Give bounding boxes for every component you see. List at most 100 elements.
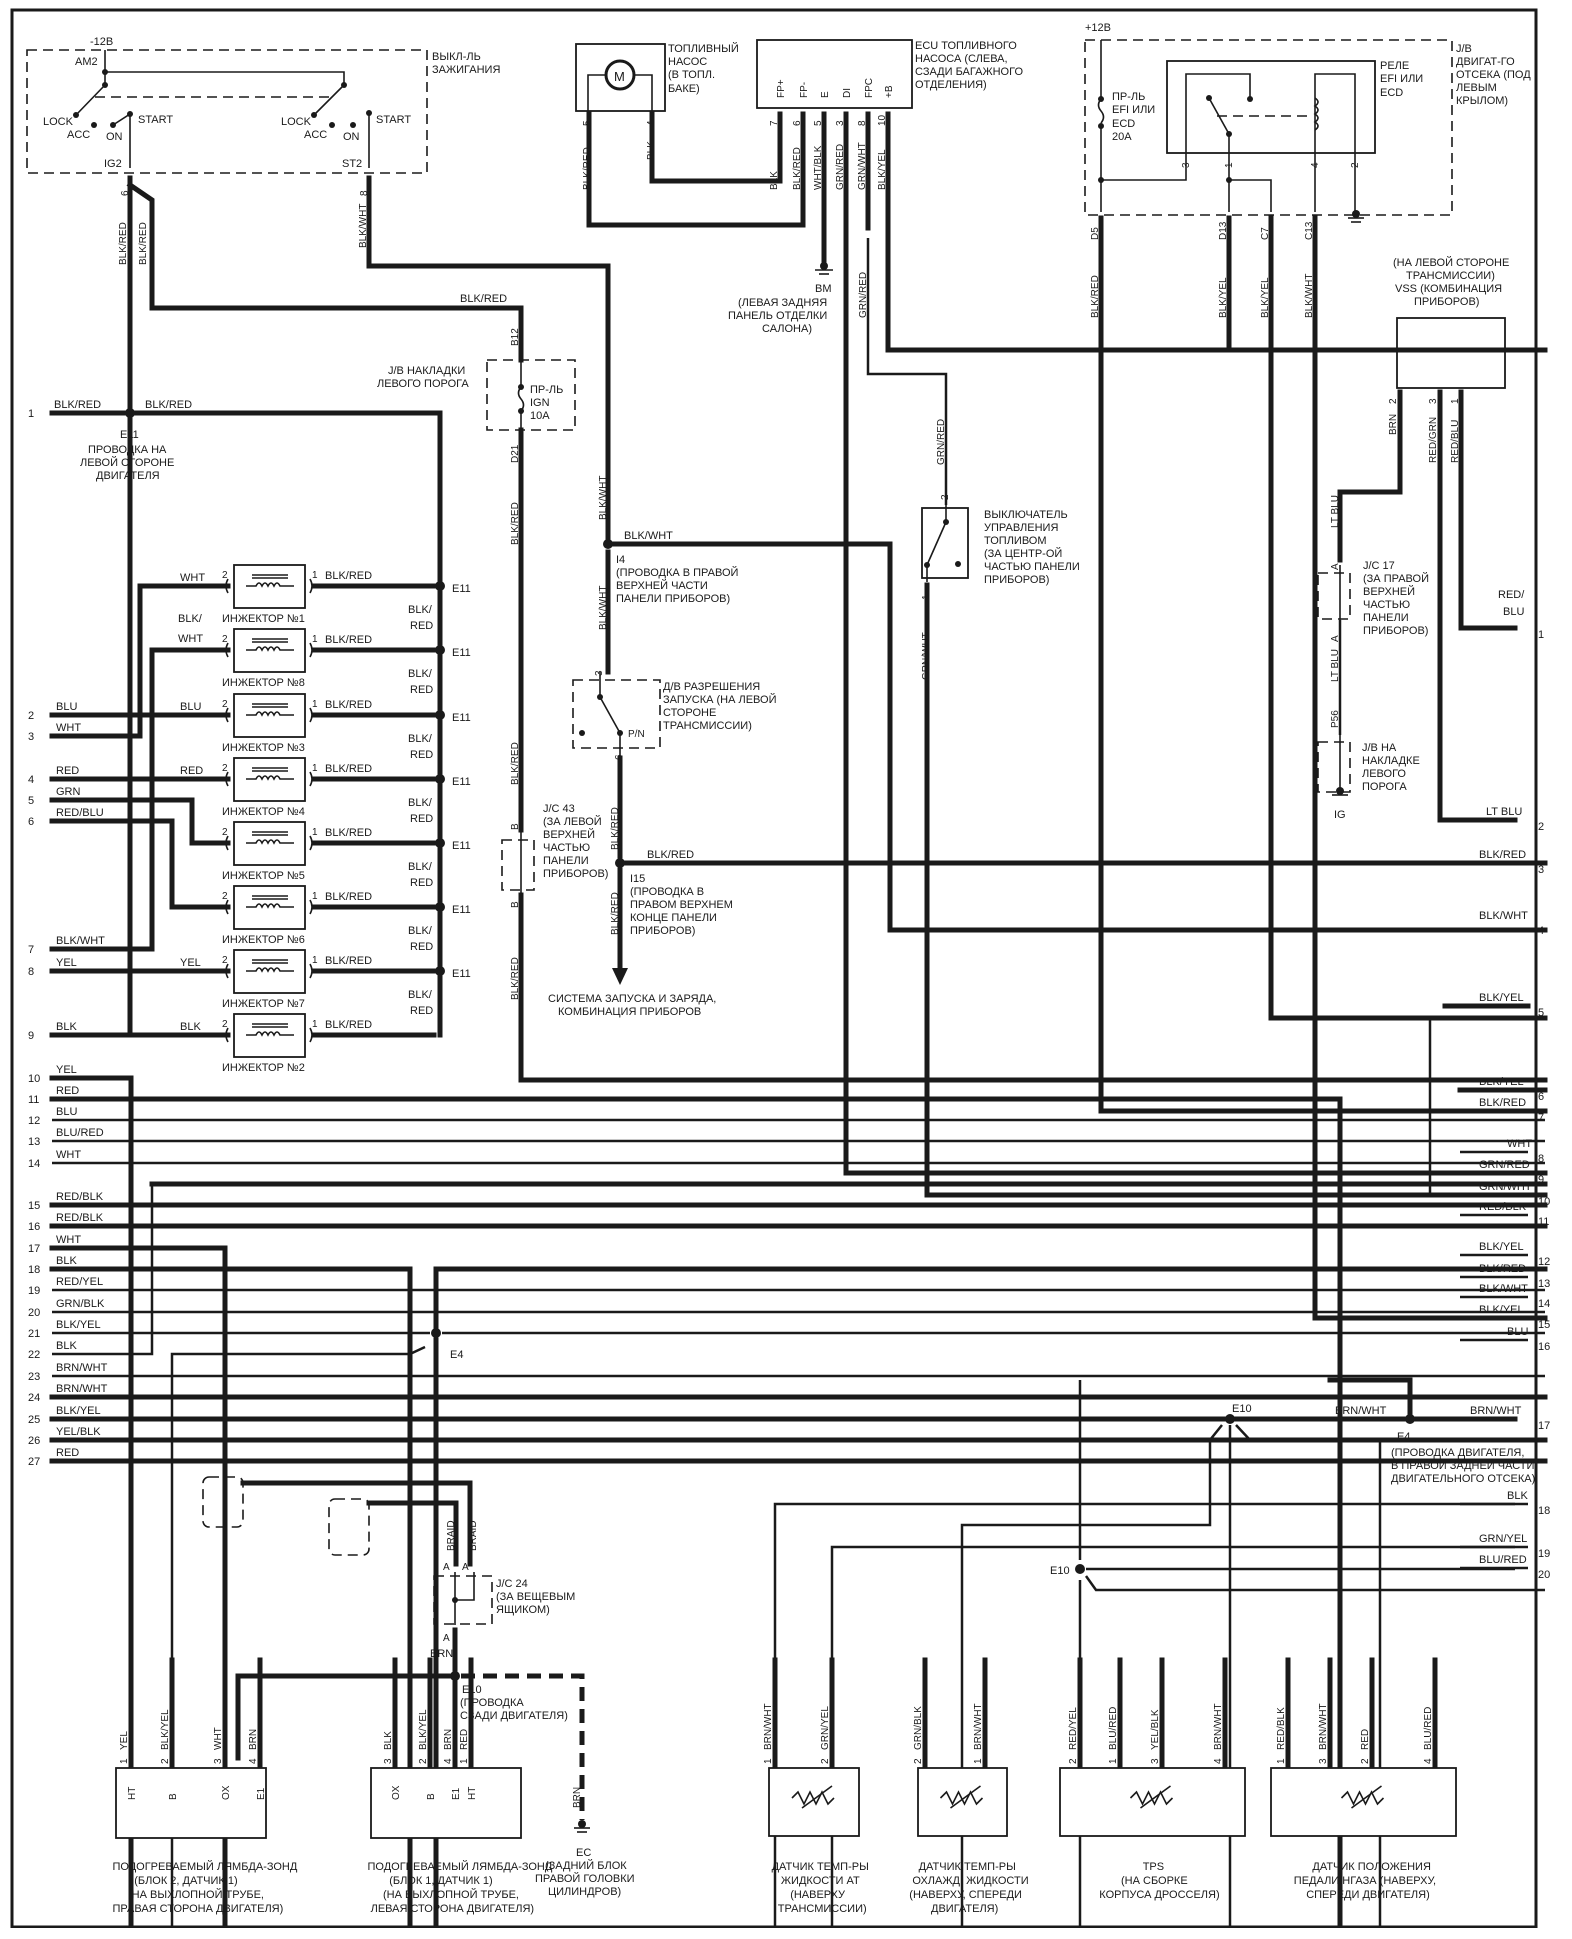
ecu-pin-wire-5: BLK/YEL [877, 149, 888, 190]
row1-wire-left: BLK/RED [54, 399, 101, 411]
right-terminal-num-8: 8 [1538, 1153, 1544, 1165]
i5-id: I15 [630, 873, 645, 885]
component-pin-num: 3 [1150, 1758, 1161, 1764]
right-terminal-num-6: 6 [1538, 1091, 1544, 1103]
injector-body [233, 821, 306, 866]
right-terminal-num-2: 2 [1538, 821, 1544, 833]
park-neutral-switch: P/N Д/В РАЗРЕШЕНИЯ ЗАПУСКА (НА ЛЕВОЙ СТО… [572, 672, 777, 755]
coil-icon [246, 646, 294, 652]
component-pin-label: B [426, 1793, 437, 1800]
ecu-pin-label-4: FPC [864, 78, 875, 98]
fuel-cutoff-switch: ВЫКЛЮЧАТЕЛЬ УПРАВЛЕНИЯ ТОПЛИВОМ (ЗА ЦЕНТ… [921, 505, 1080, 586]
component-pin-wire-label: YEL/BLK [1150, 1709, 1161, 1750]
left-terminal-num-18: 18 [28, 1264, 40, 1276]
ignition-switch-name-2: ЗАЖИГАНИЯ [432, 64, 500, 76]
injector-body [233, 885, 306, 930]
efi-fuse-3: ECD [1112, 118, 1135, 130]
jc24-id: J/C 24 [496, 1578, 528, 1590]
left-terminal-num-26: 26 [28, 1435, 40, 1447]
injector-input-wire-label-2: WHT [178, 633, 203, 645]
jc17-desc-2: ВЕРХНЕЙ [1363, 585, 1415, 598]
resistor-icon [791, 1790, 835, 1806]
left-terminal-wire-19: RED/YEL [56, 1276, 103, 1288]
jc43-id: J/C 43 [543, 803, 575, 815]
injector-pin-in: 2 [222, 699, 228, 710]
ground-bm-desc-2: ПАНЕЛЬ ОТДЕЛКИ [728, 310, 827, 322]
ecu-pin-label-1: FP- [799, 82, 810, 98]
left-terminal-wire-24: BRN/WHT [56, 1383, 108, 1395]
right-terminal-wire-1a: RED/ [1498, 589, 1525, 601]
injector-output-wire-label: BLK/RED [325, 699, 372, 711]
coil-icon [246, 582, 294, 588]
right-terminal-num-18: 18 [1538, 1505, 1550, 1517]
component-body [768, 1767, 860, 1837]
ig2-label: IG2 [104, 158, 122, 170]
sill-gnd-desc-1: J/B НА [1362, 742, 1397, 754]
injector-input-wire [49, 797, 223, 846]
component-pin-wire-label: BRN/WHT [973, 1703, 984, 1750]
component-desc-line: (БЛОК 2, ДАТЧИК 1) [134, 1875, 237, 1887]
left-terminal-num-2: 2 [28, 710, 34, 722]
i5-desc-4: ПРИБОРОВ) [630, 925, 695, 937]
i4-wire-up: BLK/WHT [598, 476, 609, 520]
component-desc-line: СПЕРЕДИ ДВИГАТЕЛЯ) [1306, 1889, 1430, 1901]
bus-label-1: BLK/ [408, 604, 433, 616]
left-terminal-num-5: 5 [28, 795, 34, 807]
component-desc-line: (НА СБОРКЕ [1121, 1875, 1188, 1887]
sill-gnd-desc-2: НАКЛАДКЕ [1362, 755, 1420, 767]
component-pin-num: 1 [763, 1758, 774, 1764]
braid-label-1: BRAID [446, 1520, 457, 1551]
ecu-pin-label-5: +B [884, 85, 895, 98]
left-terminal-num-13: 13 [28, 1136, 40, 1148]
left-terminal-wire-21: BLK/YEL [56, 1319, 101, 1331]
fuel-pump: M ТОПЛИВНЫЙ НАСОС (В ТОПЛ. БАКЕ) [575, 42, 739, 112]
jc17-pin-bottom: A [1330, 635, 1341, 642]
component-pin-num: 1 [459, 1758, 470, 1764]
jc24-pin-a1: A [443, 1562, 450, 1573]
component-desc-line: ТРАНСМИССИИ) [778, 1903, 867, 1915]
right-terminal-num-15: 15 [1538, 1319, 1550, 1331]
left-terminal-wire-5: GRN [56, 786, 81, 798]
fuel-switch-desc-1: ВЫКЛЮЧАТЕЛЬ [984, 509, 1068, 521]
jc17-desc-1: (ЗА ПРАВОЙ [1363, 572, 1429, 585]
injector-input-wire-label: RED [180, 765, 203, 777]
jc43-desc-1: (ЗА ЛЕВОЙ [543, 815, 602, 828]
injector-splice-label: E11 [452, 968, 471, 980]
component-pin-wire-label: BRN [443, 1729, 454, 1750]
ign-fuse-2: IGN [530, 397, 550, 409]
jc17-desc-4: ПАНЕЛИ [1363, 612, 1409, 624]
right-terminal-wire-4: BLK/WHT [1479, 910, 1528, 922]
ecu-pin-wire-0: BLK [769, 171, 780, 190]
vss-wire-1: RED/BLU [1450, 420, 1461, 463]
left-terminal-wire-3: WHT [56, 722, 81, 734]
injector-pin-in: 2 [222, 1019, 228, 1030]
component-pin-label: HT [127, 1787, 138, 1800]
injector-body [233, 1013, 306, 1058]
right-terminal-num-19: 19 [1538, 1548, 1550, 1560]
component-o2-bank1: 3BLKOX2BLK/YELB1REDHT4BRNE1ПОДОГРЕВАЕМЫЙ… [368, 1657, 553, 1915]
ecu-pin-label-0: FP+ [776, 79, 787, 98]
ecu-pin-number-1: 6 [792, 120, 803, 126]
ecu-pin-label-2: E [820, 91, 831, 98]
row1-wire-right: BLK/RED [145, 399, 192, 411]
fuel-switch-desc-6: ПРИБОРОВ) [984, 574, 1049, 586]
left-terminal-num-15: 15 [28, 1200, 40, 1212]
resistor-icon [1340, 1790, 1385, 1806]
fuel-pump-name-1: ТОПЛИВНЫЙ [668, 42, 739, 55]
jb-output-pin-3: C13 [1304, 221, 1315, 240]
i5-desc-2: ПРАВОМ ВЕРХНЕМ [630, 899, 733, 911]
jc43-desc-4: ПАНЕЛИ [543, 855, 589, 867]
injector-pin-in: 2 [222, 634, 228, 645]
vss-desc-2: ТРАНСМИССИИ) [1406, 270, 1495, 282]
left-terminal-wire-12: BLU [56, 1106, 77, 1118]
left-terminal-wire-14: WHT [56, 1149, 81, 1161]
left-terminal-num-1: 1 [28, 408, 34, 420]
d21-wire: BLK/RED [510, 502, 521, 545]
st2-label: ST2 [342, 158, 362, 170]
coil-icon [246, 839, 294, 845]
component-pin-wire-label: YEL [119, 1731, 130, 1750]
right-terminal-wire-3: BLK/RED [1479, 849, 1526, 861]
